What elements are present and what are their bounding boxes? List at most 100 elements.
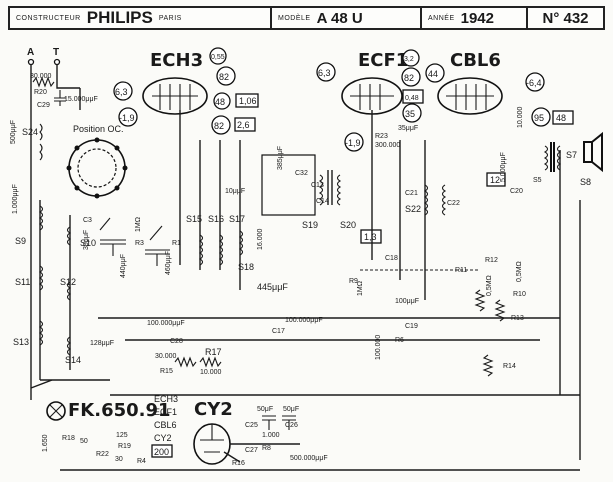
ecf1-voltage-a [316, 62, 336, 82]
s15-label: S15 [186, 214, 202, 224]
r22-label: R22 [96, 451, 109, 458]
discriminator-coils [371, 110, 447, 300]
rf-coils-left [30, 130, 72, 400]
r8-value: 1.000 [262, 432, 280, 439]
constructor-cell: CONSTRUCTEUR PHILIPS PARIS [10, 8, 272, 28]
wavechange-switch-inner [77, 148, 117, 188]
c18-label: C18 [385, 255, 398, 262]
tone-resistors [474, 289, 506, 377]
if-can-box [261, 154, 316, 216]
r15-value: 30.000 [155, 353, 177, 360]
r10-label: R10 [513, 291, 526, 298]
c13-label: C13 [311, 182, 324, 189]
ecf1-voltage-c [401, 67, 421, 87]
heater-ech3: ECH3 [154, 394, 178, 404]
antenna-a-label: A [27, 47, 34, 58]
r14-label: R14 [503, 363, 516, 370]
s17-label: S17 [229, 214, 245, 224]
s19-label: S19 [302, 220, 318, 230]
ech3-voltage-h-text: -1,9 [119, 113, 135, 123]
r4-label: R4 [137, 458, 146, 465]
antenna-wires [30, 64, 81, 130]
s24-label: S24 [22, 127, 38, 137]
ecf1-voltage-a-text: 6,3 [318, 68, 331, 78]
sheet-number: N° 432 [542, 9, 589, 27]
ecf1-voltage-e-text: 35 [405, 109, 415, 119]
r9-value: 1MΩ [357, 281, 364, 296]
position-label: Position OC. [73, 124, 124, 134]
r4-value: 30 [115, 456, 123, 463]
variable-cap-arrows [99, 217, 163, 241]
ech3-voltage-a [209, 47, 227, 65]
tube-ech3-envelope [142, 77, 208, 115]
c5000-value: 5.000μμF [500, 152, 507, 182]
s20-label: S20 [340, 220, 356, 230]
s9-label: S9 [15, 236, 26, 246]
c17-label: C17 [272, 328, 285, 335]
r23-value: 300.000 [375, 142, 400, 149]
c1000-value: 1.000μμF [12, 184, 19, 214]
r15-label: R15 [160, 368, 173, 375]
cbl6-voltage-c-text: 95 [534, 113, 544, 123]
cbl6-voltage-a [425, 63, 445, 83]
r19-value: 125 [116, 432, 128, 439]
ech3-voltage-d-text: 48 [215, 97, 225, 107]
pilot-lamp [46, 401, 66, 421]
antenna-terminal [27, 58, 35, 66]
tube-ech3-electrodes [152, 84, 198, 110]
s5-label: S5 [533, 177, 542, 184]
cbl6-voltage-d-text: 48 [556, 113, 566, 123]
heater-chain-list: ECH3 ECH3 ECF1 CBL6 CY2 200 [151, 394, 178, 458]
c440-value: 440μμF [120, 254, 127, 278]
mains-switch [30, 379, 53, 389]
r17-value: 10.000 [200, 369, 222, 376]
c26-label: C26 [285, 422, 298, 429]
ecf1-voltage-f-text: -1,9 [345, 138, 361, 148]
c19-label: C19 [405, 323, 418, 330]
c10-value: 10μμF [225, 188, 245, 195]
r16-label: R16 [232, 460, 245, 467]
s14-label: S14 [65, 355, 81, 365]
r8-label: R8 [262, 445, 271, 452]
c21-label: C21 [405, 190, 418, 197]
ech3-voltage-c-text: 6,3 [115, 87, 128, 97]
r1-label: R1 [172, 240, 181, 247]
heater-total: 200 [154, 447, 169, 457]
c460-value: 460μμF [165, 251, 172, 275]
ech3-voltage-b [216, 66, 236, 86]
tuning-capacitors [100, 239, 170, 266]
ecf1-voltage-c-text: 82 [404, 73, 414, 83]
c128-value: 128μμF [90, 340, 114, 347]
earth-terminal [53, 58, 61, 66]
ech3-voltage-e [235, 93, 259, 108]
c32-label: C32 [295, 170, 308, 177]
r3-label: R3 [135, 240, 144, 247]
year-value: 1942 [460, 9, 494, 27]
r3-value: 1MΩ [135, 217, 142, 232]
r20-value: 30.000 [30, 73, 52, 80]
tube-cbl6-electrodes [446, 84, 494, 110]
heater-total-box [151, 444, 173, 458]
ecf1-voltage-e [402, 103, 422, 123]
voltage-1-3-text: 1,3 [364, 232, 377, 242]
s10-label: S10 [80, 238, 96, 248]
r23-label: R23 [375, 133, 388, 140]
voltage-1-3 [360, 229, 382, 244]
output-transformer [543, 142, 562, 172]
c28-value: 100.000μμF [147, 320, 185, 327]
tube-cy2-electrodes [200, 424, 224, 453]
if-transformer [318, 170, 342, 206]
c500-value: 500μμF [10, 120, 17, 144]
cbl6-voltage-a-text: 44 [428, 69, 438, 79]
c25-label: C25 [245, 422, 258, 429]
ech3-voltage-c [113, 81, 133, 101]
cbl6-voltage-b [525, 72, 545, 92]
speaker-icon [583, 131, 603, 173]
r18-value: 1.650 [42, 434, 49, 452]
c445-value: 445μμF [257, 282, 288, 292]
cbl6-voltage-c [531, 107, 551, 127]
ech3-voltage-h [118, 107, 138, 127]
c3-label: C3 [83, 217, 92, 224]
tube-cy2-title: CY2 [194, 399, 233, 420]
